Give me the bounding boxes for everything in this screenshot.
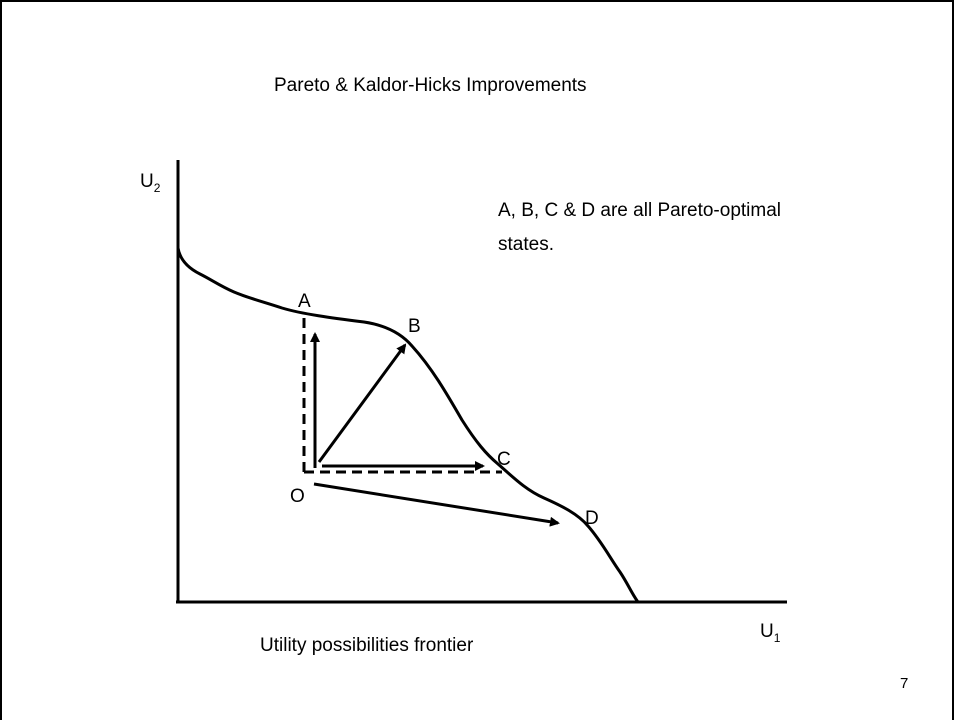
slide-title: Pareto & Kaldor-Hicks Improvements <box>274 75 587 96</box>
point-label-a: A <box>298 291 311 312</box>
arrow-to-b <box>317 343 407 463</box>
arrow-to-d <box>313 482 560 527</box>
point-label-c: C <box>497 449 511 470</box>
x-axis-label: U1 <box>760 621 781 645</box>
page-number: 7 <box>900 675 909 692</box>
pareto-optimal-note: A, B, C & D are all Pareto-optimal state… <box>498 200 781 255</box>
point-label-o: O <box>290 486 305 507</box>
y-axis-label: U2 <box>140 171 161 195</box>
point-label-d: D <box>585 508 599 529</box>
utility-frontier-curve <box>176 247 640 603</box>
frontier-caption: Utility possibilities frontier <box>260 635 474 656</box>
point-label-b: B <box>408 316 421 337</box>
